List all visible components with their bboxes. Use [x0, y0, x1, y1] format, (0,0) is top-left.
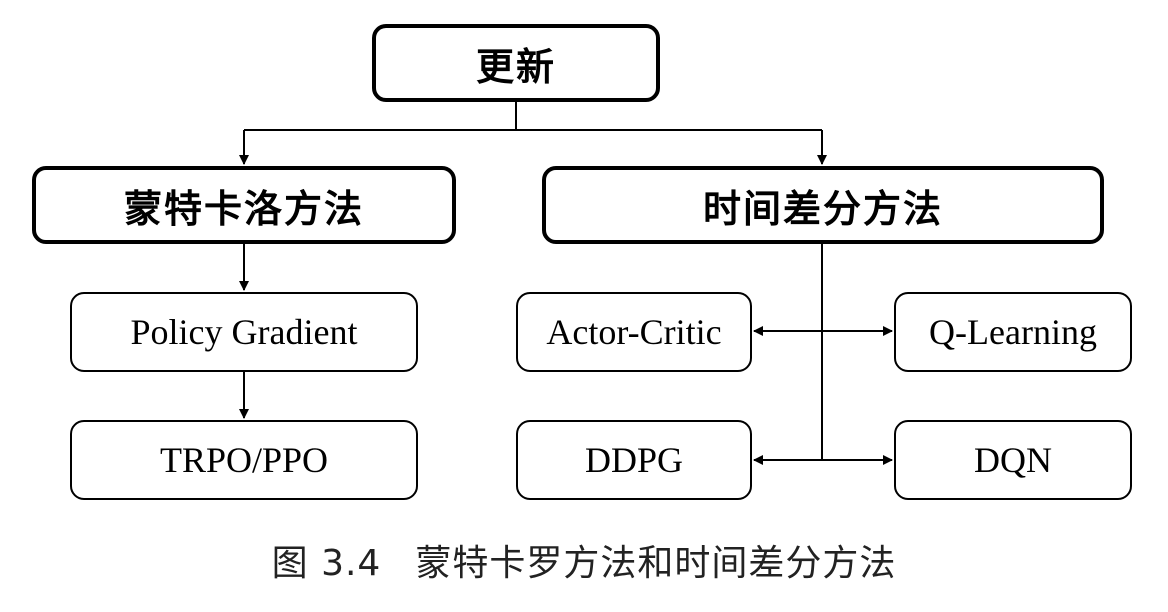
leaf-node-q-learning: Q-Learning	[894, 292, 1132, 372]
root-node-update: 更新	[372, 24, 660, 102]
figure-caption: 图 3.4 蒙特卡罗方法和时间差分方法	[0, 534, 1168, 586]
leaf-node-ddpg: DDPG	[516, 420, 752, 500]
leaf-node-label: Policy Gradient	[130, 312, 358, 352]
leaf-node-label: DQN	[974, 440, 1052, 480]
leaf-node-label: TRPO/PPO	[159, 440, 329, 480]
branch-node-label: 时间差分方法	[702, 186, 943, 231]
root-node-label: 更新	[475, 44, 556, 89]
leaf-node-label: Q-Learning	[929, 312, 1097, 352]
branch-node-temporal-difference: 时间差分方法	[542, 166, 1104, 244]
leaf-node-policy-gradient: Policy Gradient	[70, 292, 418, 372]
figure-number: 图 3.4	[271, 543, 382, 584]
leaf-node-trpo-ppo: TRPO/PPO	[70, 420, 418, 500]
figure-caption-text: 蒙特卡罗方法和时间差分方法	[415, 543, 897, 584]
leaf-node-label: Actor-Critic	[546, 312, 722, 352]
leaf-node-actor-critic: Actor-Critic	[516, 292, 752, 372]
leaf-node-label: DDPG	[584, 440, 683, 480]
branch-node-monte-carlo: 蒙特卡洛方法	[32, 166, 456, 244]
leaf-node-dqn: DQN	[894, 420, 1132, 500]
branch-node-label: 蒙特卡洛方法	[123, 186, 364, 231]
